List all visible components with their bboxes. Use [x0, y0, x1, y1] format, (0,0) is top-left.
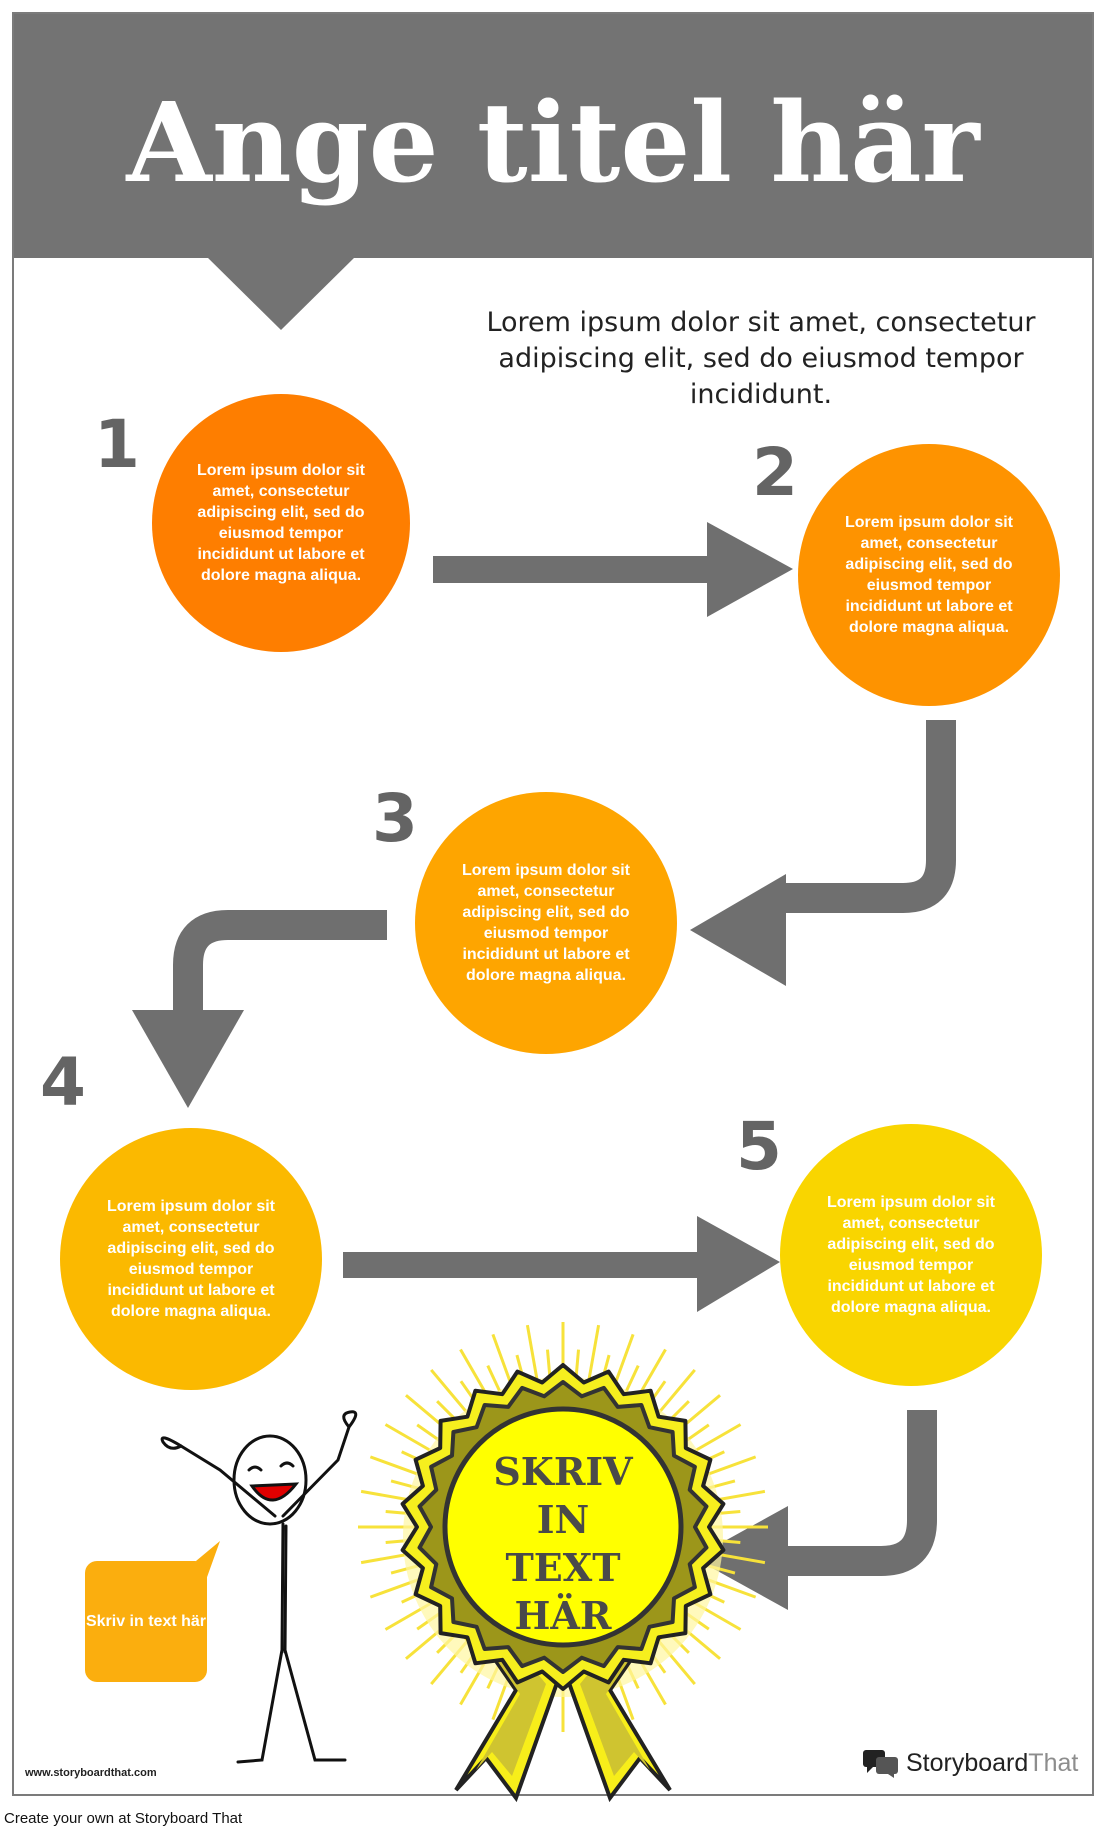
badge-line-3: TEXT: [505, 1545, 621, 1590]
footer-url[interactable]: www.storyboardthat.com: [25, 1767, 157, 1779]
badge-text: SKRIV IN TEXT HÄR: [448, 1448, 678, 1640]
step-5-number: 5: [736, 1108, 782, 1185]
step-5-text: Lorem ipsum dolor sit amet, consectetur …: [826, 1194, 995, 1316]
arrow-2-to-3: [690, 720, 956, 986]
arrow-1-to-2: [433, 522, 793, 617]
badge-line-1: SKRIV: [493, 1449, 633, 1494]
award-badge-graphic: [358, 1322, 768, 1803]
badge-line-2: IN: [536, 1497, 590, 1542]
stick-figure-character: [160, 1410, 358, 1764]
brand-name-part1: Storyboard: [906, 1748, 1029, 1777]
storyboard-logo-icon: [863, 1750, 898, 1778]
banner-pointer: [206, 256, 356, 330]
title-banner: Ange titel här: [14, 14, 1092, 258]
badge-line-4: HÄR: [514, 1593, 612, 1638]
step-3-text: Lorem ipsum dolor sit amet, consectetur …: [461, 862, 630, 984]
arrow-4-to-5: [343, 1216, 780, 1312]
step-4-number: 4: [40, 1044, 86, 1121]
step-3-circle: Lorem ipsum dolor sit amet, consectetur …: [415, 792, 677, 1054]
badge-center: [442, 1406, 684, 1648]
arrow-3-to-4: [132, 910, 387, 1108]
step-2-text: Lorem ipsum dolor sit amet, consectetur …: [844, 514, 1013, 636]
storyboardthat-logo[interactable]: Storyboard That: [862, 1748, 1078, 1778]
credit-text[interactable]: Create your own at Storyboard That: [4, 1810, 243, 1827]
step-4-circle: Lorem ipsum dolor sit amet, consectetur …: [60, 1128, 322, 1390]
step-2-number: 2: [752, 434, 798, 511]
brand-name-part2: That: [1028, 1748, 1079, 1777]
intro-text: Lorem ipsum dolor sit amet, consectetur …: [486, 307, 1036, 410]
step-1-text: Lorem ipsum dolor sit amet, consectetur …: [196, 462, 365, 584]
step-1-number: 1: [94, 406, 140, 483]
step-2-circle: Lorem ipsum dolor sit amet, consectetur …: [798, 444, 1060, 706]
step-1-circle: Lorem ipsum dolor sit amet, consectetur …: [152, 394, 410, 652]
step-5-circle: Lorem ipsum dolor sit amet, consectetur …: [780, 1124, 1042, 1386]
step-3-number: 3: [372, 780, 418, 857]
step-4-text: Lorem ipsum dolor sit amet, consectetur …: [106, 1198, 275, 1320]
speech-bubble-text: Skriv in text här: [85, 1613, 207, 1630]
page-title: Ange titel här: [126, 78, 980, 207]
speech-bubble: Skriv in text här: [85, 1561, 207, 1682]
arrow-5-to-badge: [694, 1410, 937, 1610]
